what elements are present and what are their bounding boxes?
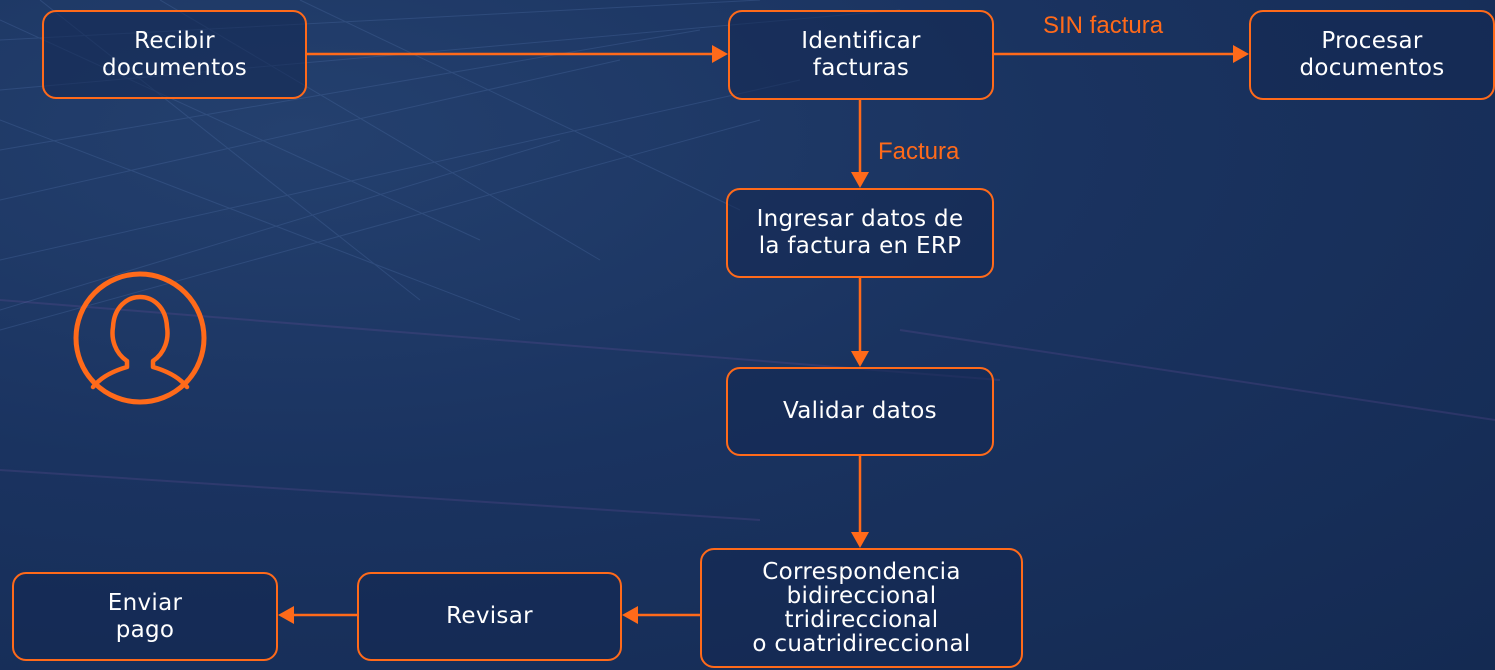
edge-label-sin-factura: SIN factura (1043, 12, 1164, 39)
arrow-validar-to-correspondencia-head (851, 532, 869, 548)
node-validar-datos-label: Validar datos (783, 398, 937, 424)
node-revisar: Revisar (357, 572, 622, 661)
edge-label-factura: Factura (878, 138, 960, 165)
node-recibir-documentos: Recibir documentos (42, 10, 307, 99)
user-icon (73, 271, 207, 405)
arrow-correspondencia-to-revisar-head (622, 606, 638, 624)
node-ingresar-datos: Ingresar datos de la factura en ERP (726, 188, 994, 278)
node-procesar-documentos: Procesar documentos (1249, 10, 1495, 100)
node-enviar-pago: Enviar pago (12, 572, 278, 661)
arrow-recibir-to-identificar-head (712, 45, 728, 63)
node-correspondencia: Correspondencia bidireccional tridirecci… (700, 548, 1023, 668)
node-correspondencia-label: Correspondencia bidireccional tridirecci… (752, 559, 971, 657)
node-validar-datos: Validar datos (726, 367, 994, 456)
arrow-identificar-to-procesar-head (1233, 45, 1249, 63)
arrow-identificar-to-ingresar-head (851, 172, 869, 188)
node-identificar-facturas: Identificar facturas (728, 10, 994, 100)
arrow-ingresar-to-validar-head (851, 351, 869, 367)
node-recibir-documentos-label: Recibir documentos (101, 27, 248, 81)
node-procesar-documentos-label: Procesar documentos (1299, 28, 1445, 81)
node-ingresar-datos-label: Ingresar datos de la factura en ERP (756, 206, 964, 259)
arrow-revisar-to-enviar-head (278, 606, 294, 624)
node-revisar-label: Revisar (446, 603, 533, 629)
node-enviar-pago-label: Enviar pago (107, 589, 183, 643)
node-identificar-facturas-label: Identificar facturas (801, 28, 921, 81)
